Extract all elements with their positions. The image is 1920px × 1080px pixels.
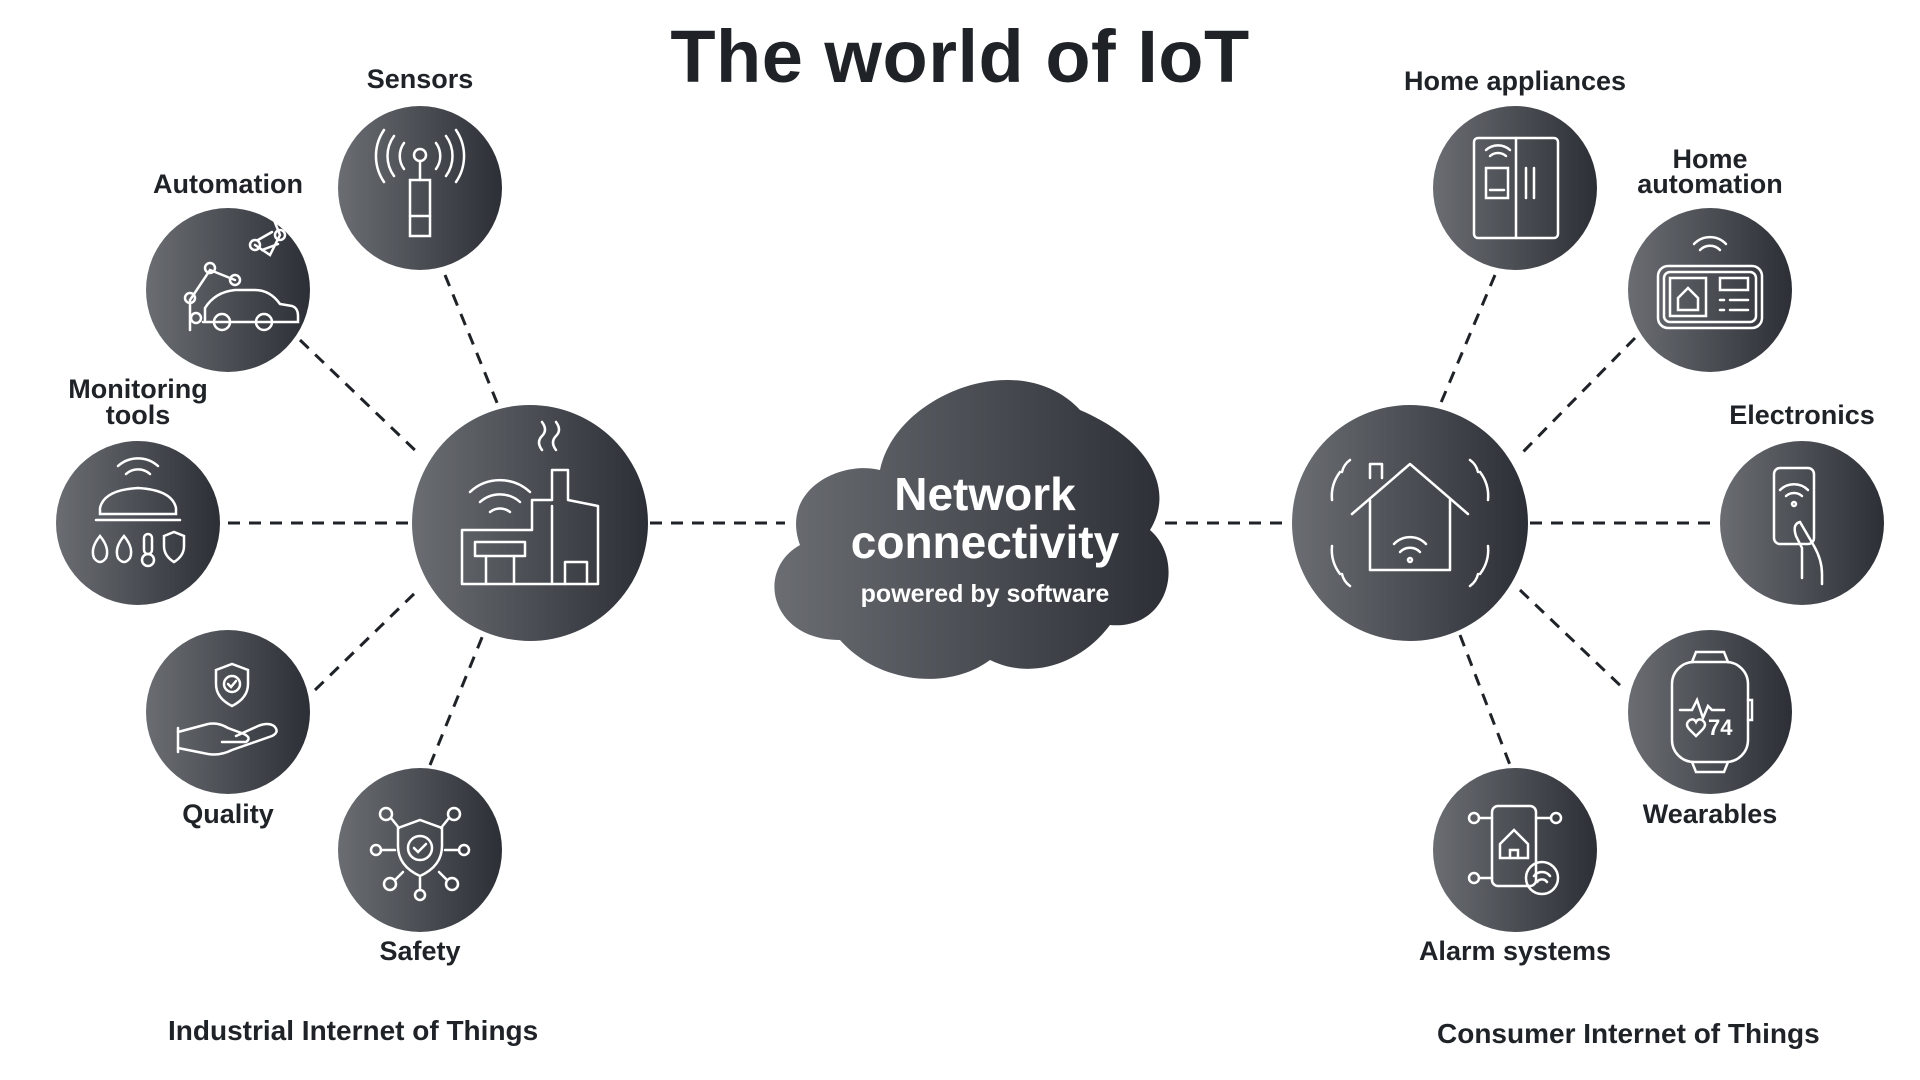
- consumer-hub: [1292, 405, 1528, 641]
- fridge-icon: [1472, 136, 1560, 240]
- home-automation-label-line1: Home: [1672, 144, 1747, 174]
- cloud-title-line2: connectivity: [850, 516, 1120, 568]
- monitoring-tools-node: [56, 441, 220, 605]
- home-appliances-label: Home appliances: [1404, 66, 1626, 96]
- alarm-systems-node: [1433, 768, 1597, 932]
- automation-node: [146, 208, 310, 372]
- wearables-label: Wearables: [1643, 799, 1778, 829]
- alarm-systems-label: Alarm systems: [1419, 936, 1611, 966]
- safety-node: [338, 768, 502, 932]
- connector-alarm-systems: [1458, 634, 1512, 766]
- alarm-house-icon: [1467, 804, 1563, 896]
- network-cloud: [774, 379, 1169, 679]
- hand-shield-icon: [176, 662, 278, 756]
- industrial-hub: [412, 405, 648, 641]
- home-automation-label-line2: automation: [1637, 169, 1783, 199]
- automation-label: Automation: [153, 169, 303, 199]
- safety-label: Safety: [379, 936, 460, 966]
- watch-reading: 74: [1708, 715, 1733, 740]
- control-panel-icon: [1656, 235, 1764, 330]
- sensors-node: [338, 106, 502, 270]
- consumer-group-label: Consumer Internet of Things: [1437, 1018, 1820, 1049]
- smartwatch-icon: [1670, 650, 1754, 774]
- electronics-label: Electronics: [1729, 400, 1875, 430]
- connector-home-appliances: [1438, 274, 1497, 406]
- cloud-title-line1: Network: [894, 468, 1076, 520]
- quality-node: [146, 630, 310, 794]
- phone-hand-icon: [1772, 466, 1824, 586]
- shield-network-icon: [369, 806, 471, 902]
- wearables-node: 74: [1628, 630, 1792, 794]
- sprinkler-icon: [91, 457, 186, 568]
- quality-label: Quality: [182, 799, 274, 829]
- home-appliances-node: [1433, 106, 1597, 270]
- industrial-group-label: Industrial Internet of Things: [168, 1015, 539, 1046]
- monitoring-tools-label-line2: tools: [106, 400, 171, 430]
- electronics-node: [1720, 441, 1884, 605]
- connector-quality: [313, 588, 420, 692]
- sensors-label: Sensors: [367, 64, 474, 94]
- connector-automation: [298, 338, 422, 457]
- page-title: The world of IoT: [670, 15, 1250, 98]
- connector-sensors: [443, 274, 502, 411]
- cloud-title: Network connectivity: [760, 470, 1210, 566]
- antenna-icon: [374, 128, 466, 238]
- connector-home-automation: [1518, 336, 1637, 457]
- connector-wearables: [1518, 588, 1627, 692]
- home-automation-node: [1628, 208, 1792, 372]
- monitoring-tools-label-line1: Monitoring: [68, 374, 207, 404]
- connector-safety: [428, 634, 485, 766]
- smart-home-icon: [1330, 458, 1490, 588]
- robot-arm-car-icon: [183, 213, 300, 332]
- cloud-subtitle: powered by software: [860, 580, 1110, 608]
- factory-icon: [460, 420, 600, 586]
